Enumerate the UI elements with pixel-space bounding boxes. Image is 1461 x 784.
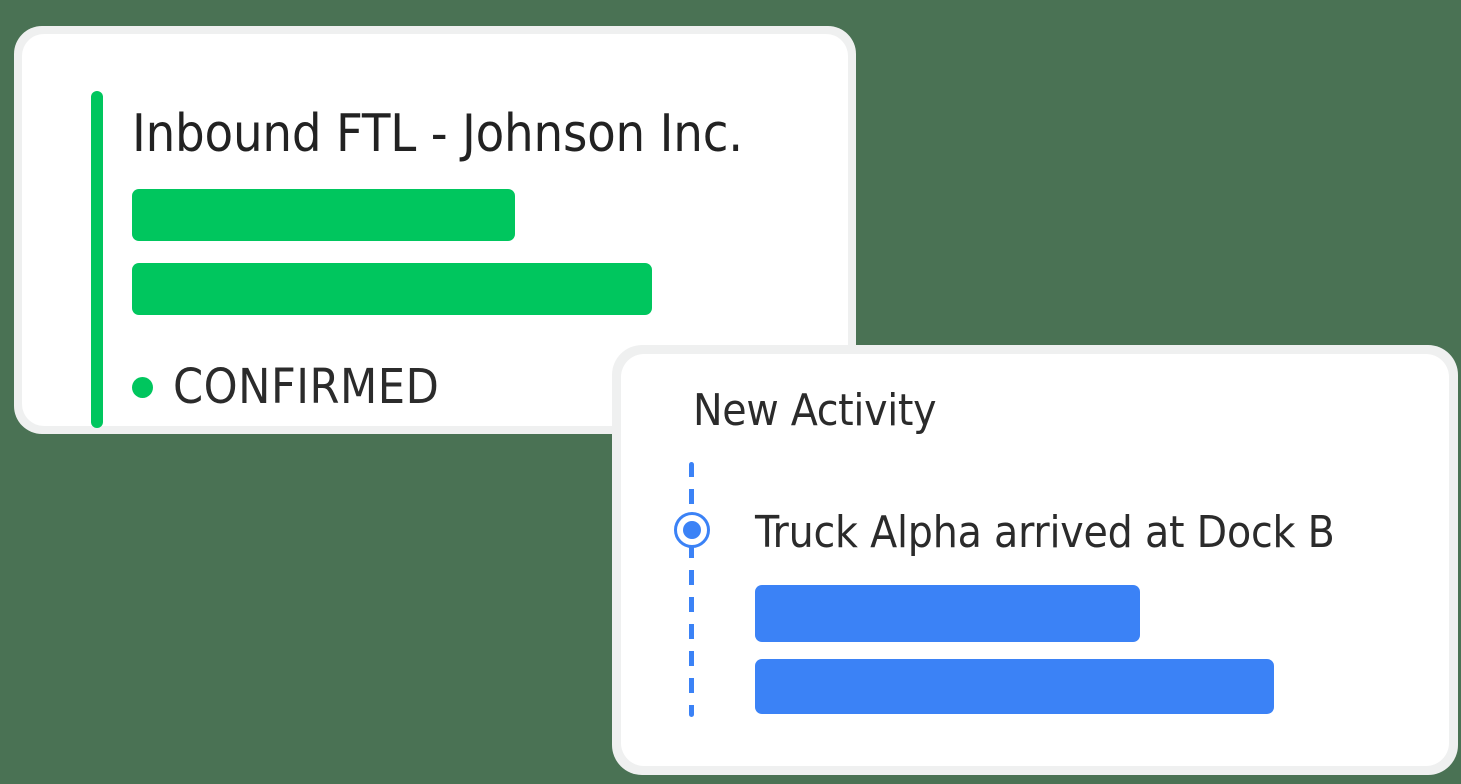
- activity-event-label: Truck Alpha arrived at Dock B: [755, 507, 1335, 558]
- shipment-placeholder-bar-2: [132, 263, 652, 315]
- activity-card-surface: New Activity Truck Alpha arrived at Dock…: [621, 354, 1449, 766]
- timeline-dashed-rail: [689, 462, 694, 717]
- shipment-placeholder-bar-1: [132, 189, 515, 241]
- shipment-status-row: CONFIRMED: [132, 356, 439, 418]
- shipment-status-accent-bar: [91, 91, 103, 428]
- timeline-node-icon: [674, 512, 710, 548]
- activity-placeholder-bar-2: [755, 659, 1274, 714]
- timeline-node-dot-icon: [683, 521, 701, 539]
- shipment-card-title: Inbound FTL - Johnson Inc.: [132, 104, 743, 164]
- activity-card-title: New Activity: [693, 385, 937, 436]
- activity-card[interactable]: New Activity Truck Alpha arrived at Dock…: [612, 345, 1458, 775]
- shipment-status-label: CONFIRMED: [173, 359, 440, 415]
- shipment-card[interactable]: Inbound FTL - Johnson Inc. CONFIRMED: [14, 26, 856, 434]
- activity-placeholder-bar-1: [755, 585, 1140, 642]
- status-dot-icon: [132, 376, 153, 398]
- shipment-card-surface: Inbound FTL - Johnson Inc. CONFIRMED: [22, 34, 848, 428]
